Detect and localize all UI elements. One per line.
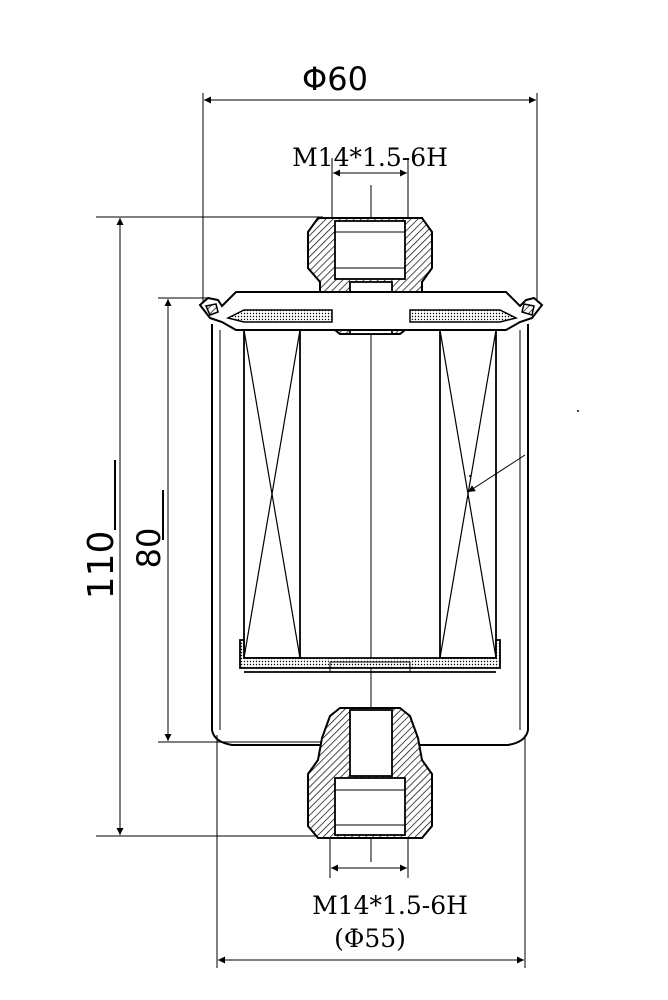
body-height-dimension: 80 <box>130 297 322 743</box>
stray-mark <box>577 410 579 412</box>
top-thread-dimension: M14*1.5-6H <box>292 143 448 222</box>
top-diameter-label: Φ60 <box>302 60 368 98</box>
top-diameter-dimension: Φ60 <box>202 60 538 308</box>
stray-mark <box>469 475 471 477</box>
top-thread-label: M14*1.5-6H <box>292 143 448 172</box>
bottom-diameter-dimension: (Φ55) <box>216 735 526 968</box>
filter-housing <box>211 324 529 746</box>
overall-height-label: 110 <box>81 531 122 600</box>
top-cap-rim <box>198 291 544 331</box>
bottom-outlet-fitting <box>307 707 433 839</box>
bottom-thread-label: M14*1.5-6H <box>312 891 468 920</box>
bottom-diameter-label: (Φ55) <box>334 924 406 953</box>
filter-element <box>239 329 526 673</box>
overall-height-dimension: 110 <box>81 216 323 837</box>
bottom-thread-dimension: M14*1.5-6H <box>312 838 468 920</box>
body-height-label: 80 <box>130 528 168 569</box>
